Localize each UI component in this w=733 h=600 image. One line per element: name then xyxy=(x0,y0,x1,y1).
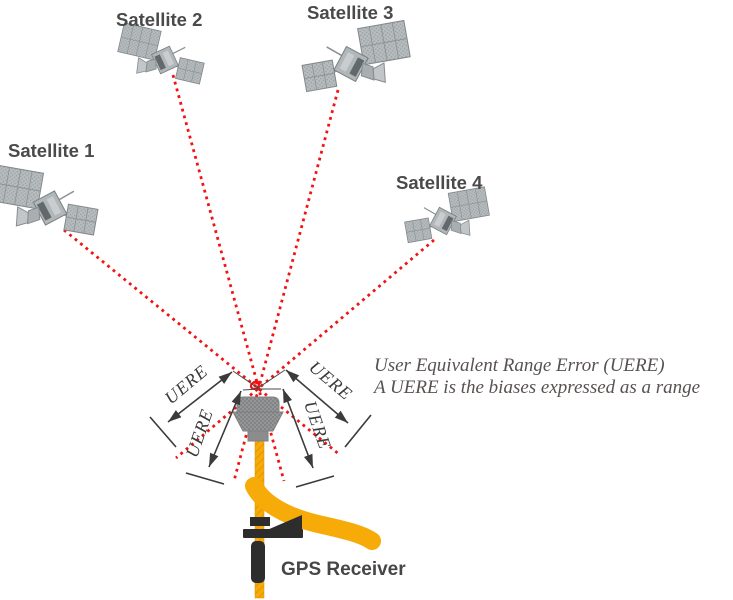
mount-wedge xyxy=(267,515,302,530)
uere-note-line1: User Equivalent Range Error (UERE) xyxy=(374,355,665,376)
antenna-dome-body xyxy=(232,411,284,432)
satellite-3-label: Satellite 3 xyxy=(307,2,393,23)
gps-receiver-label: GPS Receiver xyxy=(281,559,406,580)
satellite-4-label: Satellite 4 xyxy=(396,172,483,193)
pole-clamp xyxy=(250,517,270,526)
uere-arrow-outer-left xyxy=(149,370,259,448)
bracket-arm xyxy=(245,477,381,550)
uere-arrow-inner-left xyxy=(185,388,259,485)
antenna-dome-cap xyxy=(236,396,280,413)
satellite-3-graphic xyxy=(290,8,426,115)
gps-receiver-graphic xyxy=(232,396,381,599)
satellite-icon xyxy=(290,8,426,115)
mount-bar xyxy=(243,529,303,538)
satellite-1-graphic xyxy=(0,153,110,258)
uere-arrow-outer-right xyxy=(257,369,372,448)
uere-note-line2: A UERE is the biases expressed as a rang… xyxy=(372,377,700,398)
satellite-icon xyxy=(0,153,110,258)
uere-arrows xyxy=(149,369,372,488)
uere-label-outer-left: UERE xyxy=(161,361,212,408)
antenna-neck xyxy=(247,430,269,442)
satellite-1-label: Satellite 1 xyxy=(8,140,94,161)
uere-label-outer-right: UERE xyxy=(305,357,356,404)
satellite-2-label: Satellite 2 xyxy=(116,9,202,30)
pole-grip xyxy=(251,541,265,583)
uere-label-inner-left: UERE xyxy=(182,406,217,460)
